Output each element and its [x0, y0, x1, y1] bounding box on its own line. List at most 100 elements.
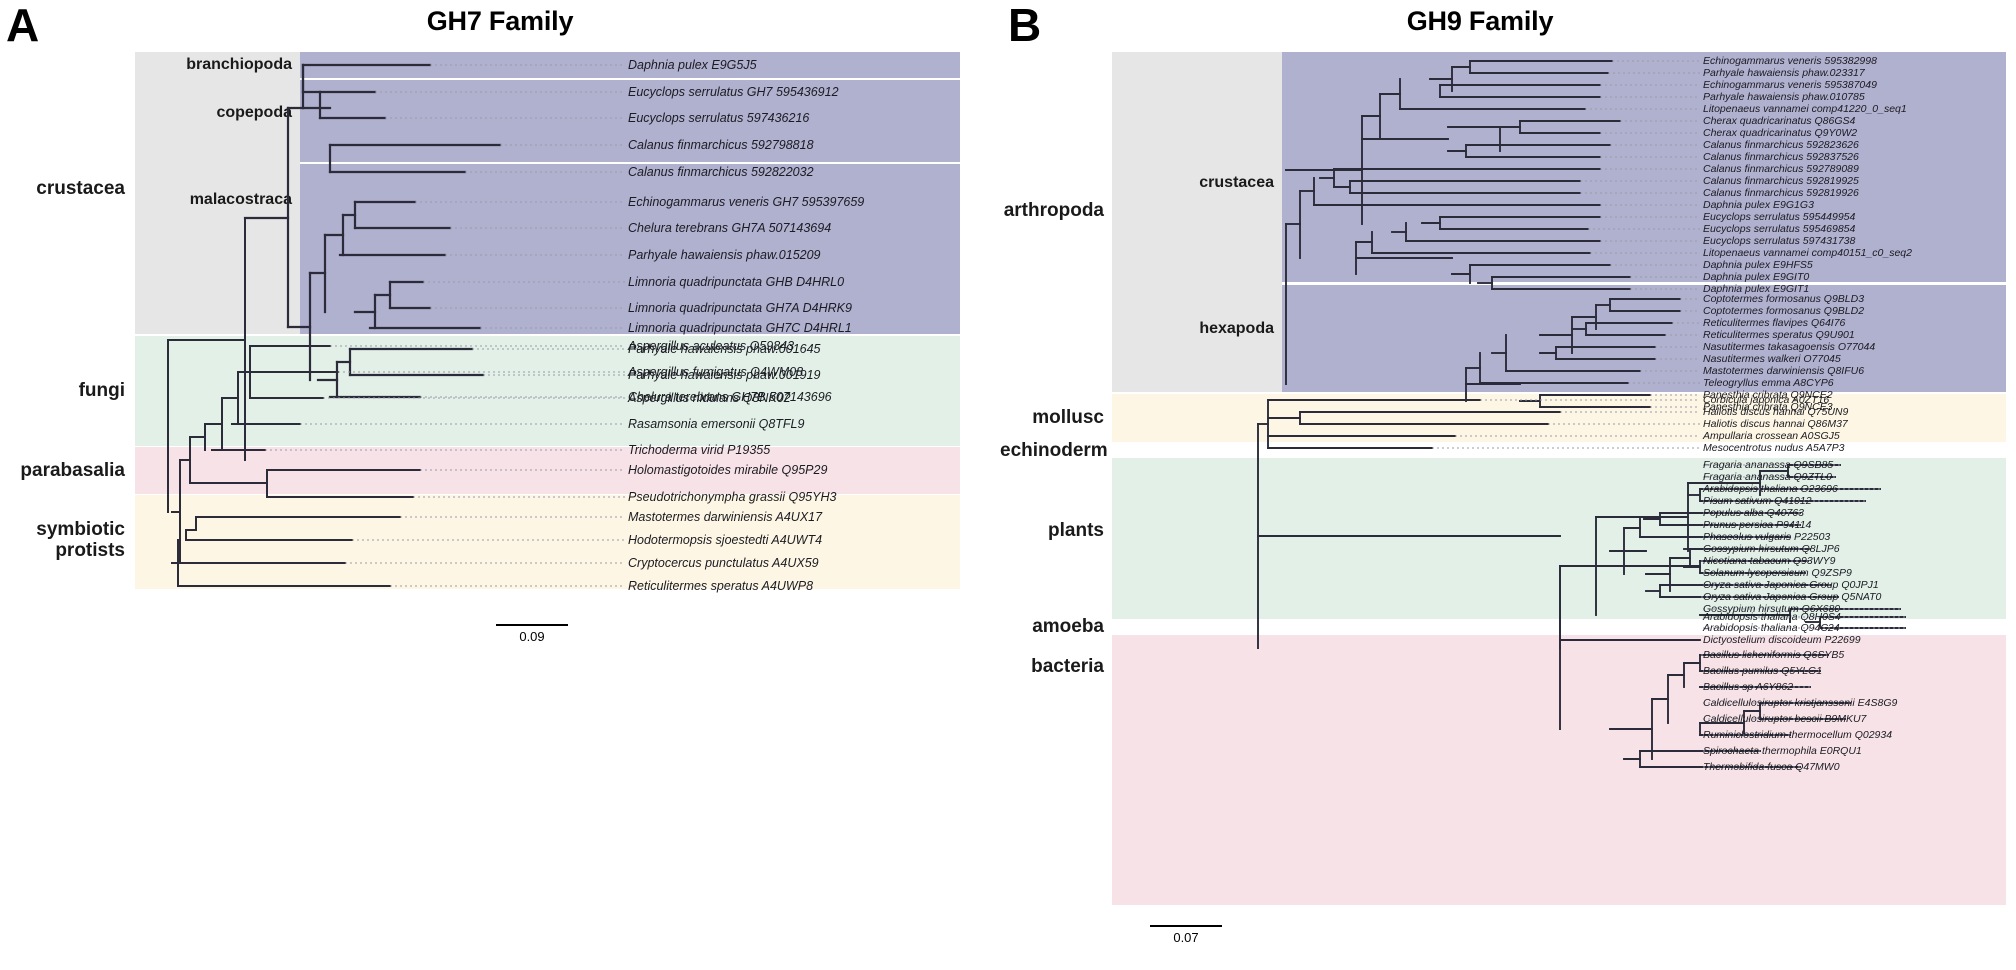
- band-amoeba: [1282, 620, 2006, 634]
- tip-label: Calanus finmarchicus 592823626: [1703, 139, 1859, 151]
- band-bacteria-outer: [1112, 635, 1282, 905]
- band-crustacea: [1282, 52, 2006, 282]
- tip-label: Calanus finmarchicus 592819926: [1703, 187, 1859, 199]
- tip-label: Bacillus licheniformis Q6SYB5: [1703, 649, 1845, 661]
- tip-label: Nasutitermes walkeri O77045: [1703, 353, 1841, 365]
- tip-label: Calanus finmarchicus 592819925: [1703, 175, 1859, 187]
- band-plants-outer: [1112, 458, 1282, 619]
- tip-label: Litopenaeus vannamei comp40151_c0_seq2: [1703, 247, 1912, 259]
- tip-label: Cherax quadricarinatus Q9Y0W2: [1703, 127, 1858, 139]
- tip-label: Mesocentrotus nudus A5A7P3: [1703, 442, 1845, 454]
- tip-label: Aspergillus fumigatus Q4WM08: [628, 365, 804, 379]
- tip-label: Teleogryllus emma A8CYP6: [1703, 377, 1834, 389]
- tip-label: Calanus finmarchicus 592798818: [628, 138, 814, 152]
- tip-label: Corbicula japonica A0ZT16: [1703, 394, 1830, 406]
- panel-a: A GH7 Family crustacea fungi parabasalia…: [0, 0, 1000, 970]
- group-label-fungi: fungi: [78, 380, 125, 401]
- band-echinoderm-outer: [1112, 443, 1282, 457]
- tip-label: Daphnia pulex E9GIT0: [1703, 271, 1810, 283]
- band-symbiotic: [300, 495, 960, 589]
- tip-label: Nicotiana tabacum Q93WY9: [1703, 555, 1836, 567]
- tip-label: Solanum lycopersicum Q9ZSP9: [1703, 567, 1852, 579]
- tip-label: Gossypium hirsutum Q8LJP6: [1703, 543, 1840, 555]
- group-label-crustacea-b: crustacea: [1199, 174, 1274, 191]
- band-echinoderm: [1282, 443, 2006, 457]
- tip-label: Parhyale hawaiensis phaw.015209: [628, 248, 821, 262]
- tip-label: Echinogammarus veneris 595387049: [1703, 79, 1877, 91]
- band-arthropoda-outer: [1112, 52, 1282, 392]
- tip-label: Litopenaeus vannamei comp41220_0_seq1: [1703, 103, 1907, 115]
- tip-label: Coptotermes formosanus Q9BLD3: [1703, 293, 1865, 305]
- tip-label: Limnoria quadripunctata GHB D4HRL0: [628, 275, 845, 289]
- tip-label: Eucyclops serrulatus 595449954: [1703, 211, 1856, 223]
- panel-a-scale-bar: 0.09: [496, 624, 568, 644]
- tip-label: Rasamsonia emersonii Q8TFL9: [628, 417, 805, 431]
- tip-label: Thermobifida fusca Q47MW0: [1703, 761, 1840, 773]
- tip-label: Caldicellulosiruptor bescii B9MKU7: [1703, 713, 1867, 725]
- panel-b-scale-bar-line: [1150, 925, 1222, 927]
- tip-label: Daphnia pulex E9GIT1: [1703, 283, 1810, 295]
- group-label-echinoderm: echinoderm: [1000, 440, 1108, 461]
- panel-a-scale-bar-line: [496, 624, 568, 626]
- tip-label: Pseudotrichonympha grassii Q95YH3: [628, 490, 837, 504]
- band-malacostraca: [300, 164, 960, 334]
- tip-label: Arabidopsis thaliana O23696: [1703, 483, 1838, 495]
- tip-label: Reticulitermes flavipes Q64I76: [1703, 317, 1846, 329]
- panel-a-letter: A: [6, 0, 40, 51]
- tip-label: Echinogammarus veneris 595382998: [1703, 55, 1877, 67]
- group-label-parabasalia: parabasalia: [20, 460, 125, 481]
- band-symbiotic-outer: [135, 495, 300, 589]
- tip-label: Eucyclops serrulatus GH7 595436912: [628, 85, 839, 99]
- tip-label: Haliotis discus hannai Q75UN9: [1703, 406, 1849, 418]
- panel-b-title: GH9 Family: [1406, 6, 1554, 36]
- tip-label: Chelura terebrans GH7A 507143694: [628, 221, 832, 235]
- tip-label: Eucyclops serrulatus 597436216: [628, 111, 810, 125]
- tip-label: Calanus finmarchicus 592822032: [628, 165, 814, 179]
- panel-b: B GH9 Family arthropoda mollusc echinode…: [1000, 0, 2016, 970]
- tip-label: Dictyostelium discoideum P22699: [1703, 634, 1861, 646]
- tip-label: Parhyale hawaiensis phaw.001645: [628, 342, 821, 356]
- tip-label: Reticulitermes speratus Q9U901: [1703, 329, 1855, 341]
- band-fungi-outer: [135, 336, 300, 446]
- panel-a-scale-bar-value: 0.09: [519, 629, 545, 644]
- group-label-plants: plants: [1048, 520, 1104, 541]
- tip-label: Spirochaeta thermophila E0RQU1: [1703, 745, 1862, 757]
- tip-label: Bacillus sp A6Y862: [1703, 681, 1794, 693]
- tip-label: Limnoria quadripunctata GH7A D4HRK9: [628, 301, 852, 315]
- tip-label: Echinogammarus veneris GH7 595397659: [628, 195, 865, 209]
- tip-label: Calanus finmarchicus 592789089: [1703, 163, 1859, 175]
- tip-label: Phaseolus vulgaris P22503: [1703, 531, 1831, 543]
- tip-label: Gossypium hirsutum Q6X680: [1703, 603, 1841, 615]
- tip-label: Caldicellulosiruptor kristjanssonii E4S8…: [1703, 697, 1898, 709]
- group-label-branchiopoda: branchiopoda: [186, 56, 292, 73]
- tip-label: Daphnia pulex E9G5J5: [628, 58, 757, 72]
- panel-a-tree: [167, 63, 625, 587]
- tip-label: Panesthia cribrata Q9NCE2: [1703, 389, 1833, 401]
- tip-label: Ampullaria crossean A0SGJ5: [1703, 430, 1840, 442]
- tip-label: Eucyclops serrulatus 595469854: [1703, 223, 1856, 235]
- group-label-amoeba: amoeba: [1032, 616, 1104, 637]
- panel-a-title: GH7 Family: [426, 6, 574, 36]
- band-amoeba-outer: [1112, 620, 1282, 634]
- group-label-copepoda: copepoda: [216, 104, 292, 121]
- group-label-symbiotic-protists: symbiotic protists: [0, 519, 125, 562]
- tip-label: Oryza sativa Japonica Group Q0JPJ1: [1703, 579, 1879, 591]
- tip-label: Holomastigotoides mirabile Q95P29: [628, 463, 828, 477]
- group-label-malacostraca: malacostraca: [189, 191, 292, 208]
- tip-label: Bacillus pumilus Q5YLG1: [1703, 665, 1823, 677]
- tip-label: Arabidopsis thaliana Q8H0S4: [1703, 611, 1841, 623]
- tip-label: Daphnia pulex E9HFS5: [1703, 259, 1813, 271]
- band-hexapoda: [1282, 285, 2006, 392]
- tip-label: Fragaria ananassa Q9SB85: [1703, 459, 1834, 471]
- band-copepoda: [300, 80, 960, 162]
- band-mollusc-outer: [1112, 394, 1282, 442]
- tip-label: Eucyclops serrulatus 597431738: [1703, 235, 1856, 247]
- tip-label: Cryptocercus punctulatus A4UX59: [628, 556, 819, 570]
- tip-label: Calanus finmarchicus 592837526: [1703, 151, 1859, 163]
- tip-label: Mastotermes darwiniensis A4UX17: [628, 510, 823, 524]
- tip-label: Haliotis discus hannai Q86M37: [1703, 418, 1848, 430]
- band-bacteria: [1282, 635, 2006, 905]
- tip-label: Panesthia cribrata Q9NCE3: [1703, 401, 1833, 413]
- panel-b-letter: B: [1008, 0, 1042, 51]
- tip-label: Prunus persica P94114: [1703, 519, 1812, 531]
